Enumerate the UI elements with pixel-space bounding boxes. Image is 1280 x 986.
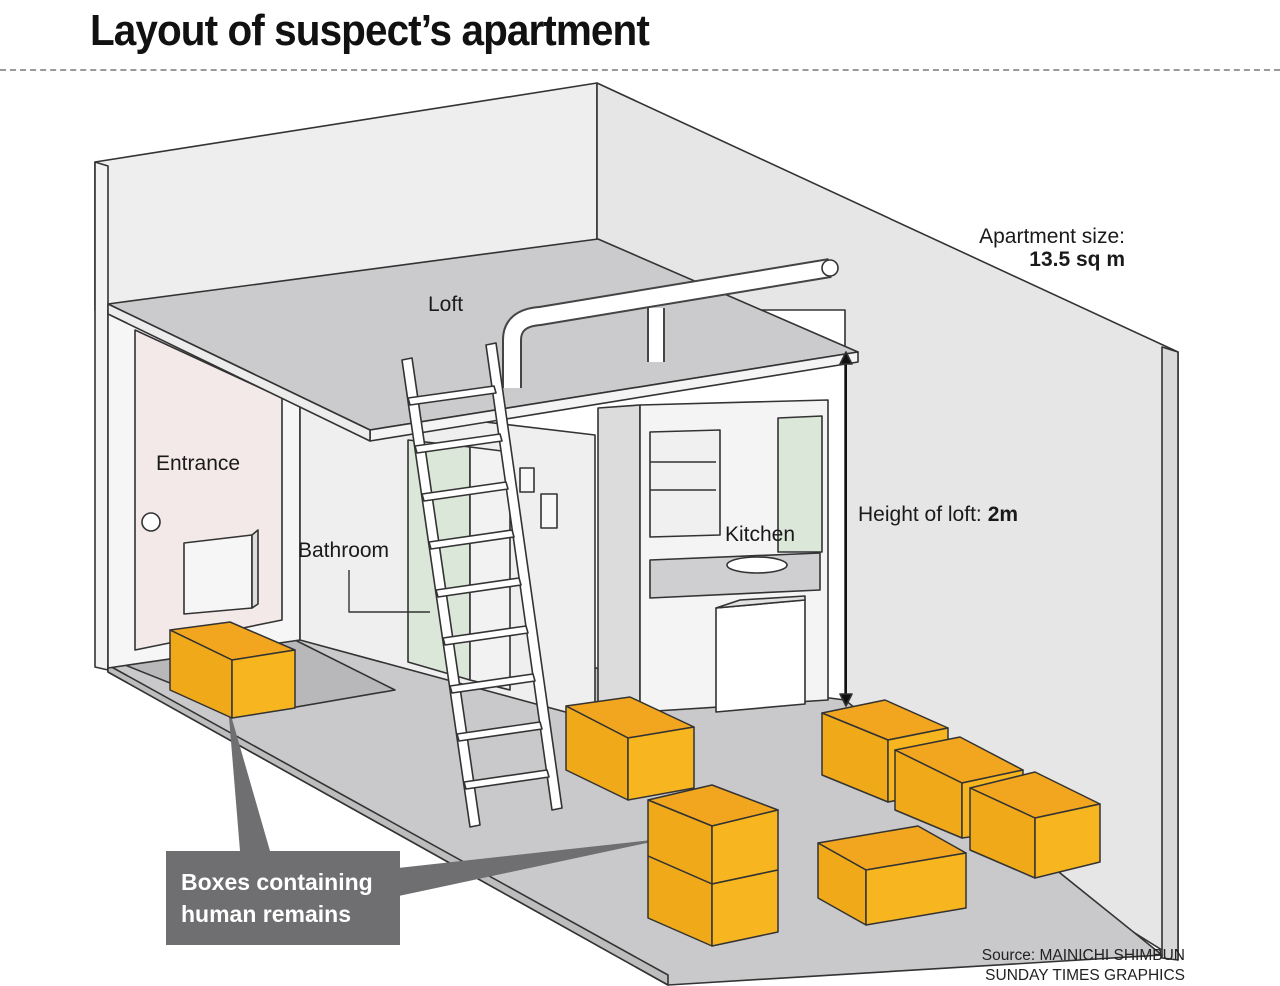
wall-panel-side — [251, 529, 259, 609]
arrow-head-bottom — [839, 693, 853, 707]
loft-platform-edge-left — [107, 303, 371, 442]
loft-ladder — [401, 342, 563, 828]
title-divider — [0, 69, 1280, 71]
kitchen-label: Kitchen — [725, 523, 795, 546]
bathroom-switch-2 — [540, 493, 558, 529]
loft-height-value: 2m — [988, 503, 1018, 526]
source-line-1: Source: MAINICHI SHIMBUN — [982, 947, 1185, 964]
callout-line-1: Boxes containing — [181, 869, 373, 895]
fridge — [715, 599, 806, 713]
boxes — [169, 621, 1101, 947]
source-line-2: SUNDAY TIMES GRAPHICS — [985, 967, 1185, 984]
box — [647, 784, 779, 885]
box — [565, 696, 695, 801]
callout-pointer — [228, 705, 270, 851]
kitchen-shelf-back — [649, 429, 721, 538]
right-wall-edge — [1161, 346, 1179, 961]
wall-panel — [183, 534, 253, 615]
page-title: Layout of suspect’s apartment — [90, 6, 650, 55]
box — [169, 621, 296, 719]
bathroom-switch — [519, 467, 535, 493]
callout-pointer-2 — [380, 838, 670, 900]
loft-height-label: Height of loft: 2m — [858, 503, 1018, 526]
door-peephole-icon — [141, 512, 161, 532]
box — [817, 825, 967, 926]
entrance-label: Entrance — [156, 452, 240, 475]
apartment-size-label: Apartment size: — [979, 225, 1125, 248]
apartment-size-value: 13.5 sq m — [1029, 248, 1125, 271]
kitchen-sink-icon — [726, 556, 788, 574]
kitchen-side — [597, 404, 641, 717]
bathroom-label: Bathroom — [298, 539, 389, 562]
box — [647, 855, 779, 947]
callout-box — [166, 851, 400, 945]
left-wall — [94, 161, 109, 671]
kitchen-window — [777, 415, 823, 553]
box — [969, 771, 1101, 879]
loft-label: Loft — [428, 293, 463, 316]
loft-height-label-text: Height of loft: — [858, 503, 982, 526]
arrow-head-top — [839, 351, 853, 365]
callout-line-2: human remains — [181, 901, 351, 927]
fridge-top — [715, 595, 806, 609]
bathroom-leader-line — [348, 570, 430, 613]
